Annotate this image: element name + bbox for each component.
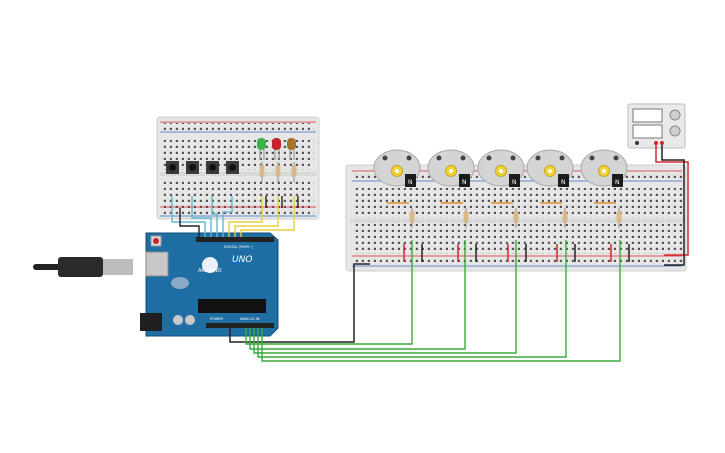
- mosfet-label: N: [512, 179, 517, 186]
- led-orange[interactable]: [287, 138, 296, 160]
- pushbutton[interactable]: [226, 161, 239, 174]
- motor-terminal: [510, 155, 516, 161]
- pushbutton[interactable]: [166, 161, 179, 174]
- usb-port: [103, 259, 133, 275]
- led-resistors: [259, 162, 297, 182]
- motor-terminal: [559, 155, 565, 161]
- motor-assembly[interactable]: N: [427, 149, 477, 262]
- mosfet-driver[interactable]: [459, 174, 470, 187]
- resistor[interactable]: [463, 211, 469, 223]
- led-red[interactable]: [272, 138, 281, 160]
- pushbutton[interactable]: [206, 161, 219, 174]
- mosfet-label: N: [615, 179, 620, 186]
- voltage-knob[interactable]: [669, 109, 681, 121]
- dc-power-jack: [140, 313, 162, 331]
- usb-b-jack: [145, 251, 169, 277]
- mosfet-driver[interactable]: [405, 174, 416, 187]
- motor-terminal: [436, 155, 442, 161]
- terminal-positive-2[interactable]: [660, 141, 664, 145]
- capacitor: [173, 315, 183, 325]
- resistor[interactable]: [291, 162, 297, 182]
- terminal-positive[interactable]: [654, 141, 658, 145]
- usb-plug: [58, 257, 103, 277]
- motor-terminal: [406, 155, 412, 161]
- resistor[interactable]: [513, 211, 519, 223]
- arduino-logo-icon: [202, 257, 218, 273]
- motor-shaft-center: [499, 169, 503, 173]
- crystal: [171, 277, 189, 289]
- motor-assembly[interactable]: N: [373, 149, 423, 262]
- current-knob[interactable]: [669, 125, 681, 137]
- motor-terminal: [486, 155, 492, 161]
- resistor[interactable]: [275, 162, 281, 182]
- motor-shaft-center: [548, 169, 552, 173]
- motor-signal-wires: [229, 240, 621, 362]
- mosfet-driver[interactable]: [509, 174, 520, 187]
- power-analog-header[interactable]: [206, 323, 274, 328]
- terminal-negative[interactable]: [635, 141, 639, 145]
- voltage-display: [632, 108, 663, 123]
- analog-pins-label: ANALOG IN: [240, 317, 260, 321]
- mosfet-label: N: [462, 179, 467, 186]
- arduino-uno[interactable]: UNO ARDUINO DIGITAL (PWM~) POWER ANALOG …: [140, 232, 279, 337]
- led-row: [257, 138, 296, 160]
- resistor[interactable]: [616, 211, 622, 223]
- capacitor: [185, 315, 195, 325]
- atmega-chip: [198, 299, 266, 313]
- mosfet-label: N: [561, 179, 566, 186]
- motor-terminal: [589, 155, 595, 161]
- mosfet-driver[interactable]: [558, 174, 569, 187]
- power-pins-label: POWER: [210, 317, 224, 321]
- motor-shaft-center: [602, 169, 606, 173]
- mosfet-driver[interactable]: [612, 174, 623, 187]
- led-green[interactable]: [257, 138, 266, 160]
- motor-assembly[interactable]: N: [526, 149, 576, 262]
- power-supply[interactable]: [627, 103, 686, 149]
- supply-wires: [655, 145, 689, 266]
- motor-shaft-center: [449, 169, 453, 173]
- resistor[interactable]: [409, 211, 415, 223]
- motor-shaft-center: [395, 169, 399, 173]
- motor-terminal: [535, 155, 541, 161]
- pushbutton-row: [166, 161, 239, 174]
- motor-terminal: [382, 155, 388, 161]
- resistor[interactable]: [259, 162, 265, 182]
- motor-terminal: [613, 155, 619, 161]
- board-model-label: UNO: [232, 255, 252, 265]
- current-display: [632, 124, 663, 139]
- mosfet-label: N: [408, 179, 413, 186]
- motor-assembly[interactable]: N: [477, 149, 527, 262]
- motor-terminal: [460, 155, 466, 161]
- board-brand-label: ARDUINO: [198, 268, 222, 274]
- digital-header[interactable]: [196, 237, 274, 242]
- resistor[interactable]: [562, 211, 568, 223]
- control-wires: [171, 196, 299, 237]
- digital-pins-label: DIGITAL (PWM~): [224, 245, 254, 249]
- usb-cable: [33, 257, 133, 277]
- pushbutton[interactable]: [186, 161, 199, 174]
- motor-assembly[interactable]: N: [580, 149, 630, 262]
